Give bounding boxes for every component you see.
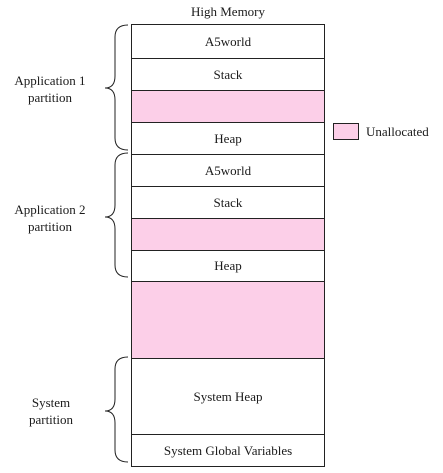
legend-unallocated-swatch	[333, 123, 359, 140]
app1-partition-label-line2: partition	[27, 90, 73, 105]
system-global-variables-block: System Global Variables	[132, 434, 324, 466]
app2-partition-label-line1: Application 2	[14, 202, 86, 217]
app2-a5world-block: A5world	[132, 154, 324, 186]
system-partition-label: System partition	[16, 394, 86, 428]
app2-heap-block: Heap	[132, 250, 324, 281]
app1-stack-block: Stack	[132, 58, 324, 90]
app1-partition-label: Application 1 partition	[0, 72, 100, 106]
app2-partition-label-line2: partition	[27, 219, 73, 234]
app1-a5world-block: A5world	[204, 33, 252, 49]
app2-partition-label: Application 2 partition	[0, 201, 100, 235]
legend-unallocated-label: Unallocated	[366, 124, 429, 139]
system-partition-label-line2: partition	[28, 412, 74, 427]
app1-partition-label-line1: Application 1	[14, 73, 86, 88]
app1-unallocated-block	[132, 90, 324, 122]
system-brace	[104, 356, 129, 463]
app1-brace	[104, 24, 129, 151]
memory-stack: A5world Stack Heap A5world Stack Heap Sy…	[131, 24, 325, 467]
app2-stack-block: Stack	[132, 186, 324, 218]
system-heap-block: System Heap	[132, 358, 324, 434]
app1-heap-block: Heap	[132, 122, 324, 154]
high-memory-label: High Memory	[190, 4, 266, 19]
app2-brace	[104, 152, 129, 278]
free-unallocated-block	[132, 281, 324, 358]
system-partition-label-line1: System	[31, 395, 71, 410]
app2-unallocated-block	[132, 218, 324, 250]
